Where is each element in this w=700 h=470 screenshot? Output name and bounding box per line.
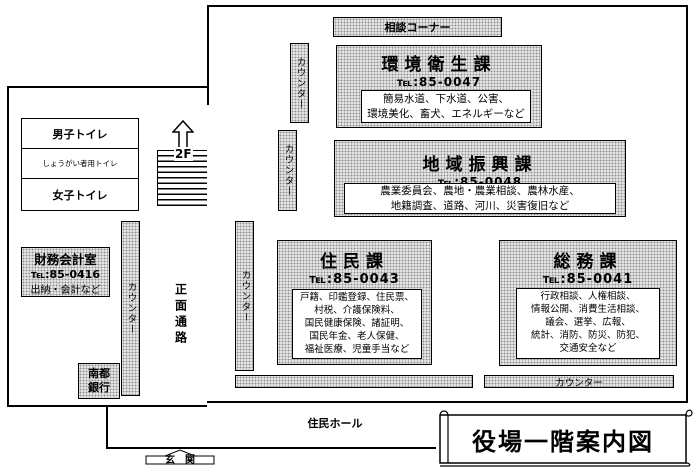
dept-residents: 住民課 ℡:85-0043 戸籍、印鑑登録、住民票、 村税、介護保険料、 国民健… xyxy=(277,240,432,365)
toilet-accessible: しょうがい者用トイレ xyxy=(22,149,138,179)
wall-left-wing-top xyxy=(7,86,207,88)
dept-regional-desc-2: 地籍調査、道路、河川、災害復旧など xyxy=(390,200,570,212)
counter-residents: カウンター xyxy=(235,221,254,371)
nanto-bank-label: 南都銀行 xyxy=(88,367,110,394)
dept-regional-desc-1: 農業委員会、農地・農業相談、農林水産、 xyxy=(380,185,580,197)
dept-env-name: 環境衛生課 xyxy=(381,55,497,75)
dept-env-tel: ℡:85-0047 xyxy=(396,75,482,89)
dept-residents-desc-3: 国民健康保険、諸証明、 xyxy=(304,318,410,329)
dept-general-desc-4: 統計、消防、防災、防犯、 xyxy=(530,330,645,341)
dept-env: 環境衛生課 ℡:85-0047 簡易水道、下水道、公害、 環境美化、畜犬、エネル… xyxy=(336,45,542,128)
wall-corridor-left xyxy=(106,406,108,448)
wall-bottom-right xyxy=(207,401,688,403)
counter-regional: カウンター xyxy=(278,130,297,211)
toilet-female: 女子トイレ xyxy=(52,188,108,202)
consult-corner: 相談コーナー xyxy=(333,17,502,37)
floor-2f-label: 2F xyxy=(174,147,193,161)
dept-general-desc-box: 行政相談、人権相談、 情報公開、消費生活相談、 議会、選挙、広報、 統計、消防、… xyxy=(516,288,660,359)
counter-finance: カウンター xyxy=(121,221,140,396)
dept-residents-desc-1: 戸籍、印鑑登録、住民票、 xyxy=(299,292,414,303)
wall-right-building-top xyxy=(207,5,687,7)
finance-desc: 出納・会計など xyxy=(30,285,101,296)
toilet-block: 男子トイレ しょうがい者用トイレ 女子トイレ xyxy=(21,118,139,211)
dept-general-desc-1: 行政相談、人権相談、 xyxy=(540,291,636,302)
dept-general: 総務課 ℡:85-0041 行政相談、人権相談、 情報公開、消費生活相談、 議会… xyxy=(499,240,677,366)
wall-right-building-right xyxy=(686,5,688,402)
dept-residents-desc-2: 村税、介護保険料、 xyxy=(314,305,400,316)
dept-general-desc-5: 交通安全など xyxy=(559,343,617,354)
entrance-label: 玄 関 xyxy=(165,454,195,466)
counter-env: カウンター xyxy=(290,43,309,123)
dept-env-desc-1: 簡易水道、下水道、公害、 xyxy=(383,93,509,105)
dept-env-desc-box: 簡易水道、下水道、公害、 環境美化、畜犬、エネルギーなど xyxy=(361,90,531,123)
dept-regional-name: 地域振興課 xyxy=(422,155,538,175)
consult-corner-label: 相談コーナー xyxy=(384,21,451,34)
dept-general-tel: ℡:85-0041 xyxy=(542,272,634,287)
dept-residents-name: 住民課 xyxy=(320,252,389,272)
residents-hall: 住民ホール xyxy=(307,417,363,430)
finance-room: 財務会計室 ℡:85-0416 出納・会計など xyxy=(21,247,110,297)
nanto-bank: 南都銀行 xyxy=(78,363,120,399)
entrance-arrow-icon xyxy=(145,449,215,465)
entrance-marker: 玄 関 xyxy=(145,449,215,466)
counter-general: カウンター xyxy=(484,375,674,389)
dept-general-desc-3: 議会、選挙、広報、 xyxy=(545,317,631,328)
title: 役場一階案内図 xyxy=(472,427,654,456)
finance-tel: ℡:85-0416 xyxy=(31,268,100,281)
up-arrow-icon xyxy=(172,120,194,150)
wall-corridor-bottom xyxy=(106,447,436,449)
dept-residents-desc-4: 国民年金、老人保健、 xyxy=(309,331,405,342)
dept-regional-desc-box: 農業委員会、農地・農業相談、農林水産、 地籍調査、道路、河川、災害復旧など xyxy=(344,183,616,214)
finance-name: 財務会計室 xyxy=(34,252,97,267)
main-passage: 正面通路 xyxy=(173,283,188,347)
dept-env-desc-2: 環境美化、畜犬、エネルギーなど xyxy=(367,108,525,120)
wall-right-building-left xyxy=(207,5,209,105)
title-scroll-icon xyxy=(439,409,693,467)
counter-residents-bottom xyxy=(235,375,473,388)
wall-left-wing-left xyxy=(7,86,9,406)
toilet-male: 男子トイレ xyxy=(22,119,138,149)
dept-residents-desc-5: 福祉医療、児童手当など xyxy=(304,344,410,355)
dept-regional: 地域振興課 ℡:85-0048 農業委員会、農地・農業相談、農林水産、 地籍調査… xyxy=(334,140,626,217)
dept-residents-desc-box: 戸籍、印鑑登録、住民票、 村税、介護保険料、 国民健康保険、諸証明、 国民年金、… xyxy=(292,289,422,359)
dept-general-desc-2: 情報公開、消費生活相談、 xyxy=(530,304,645,315)
dept-general-name: 総務課 xyxy=(553,252,623,272)
dept-residents-tel: ℡:85-0043 xyxy=(309,272,400,287)
